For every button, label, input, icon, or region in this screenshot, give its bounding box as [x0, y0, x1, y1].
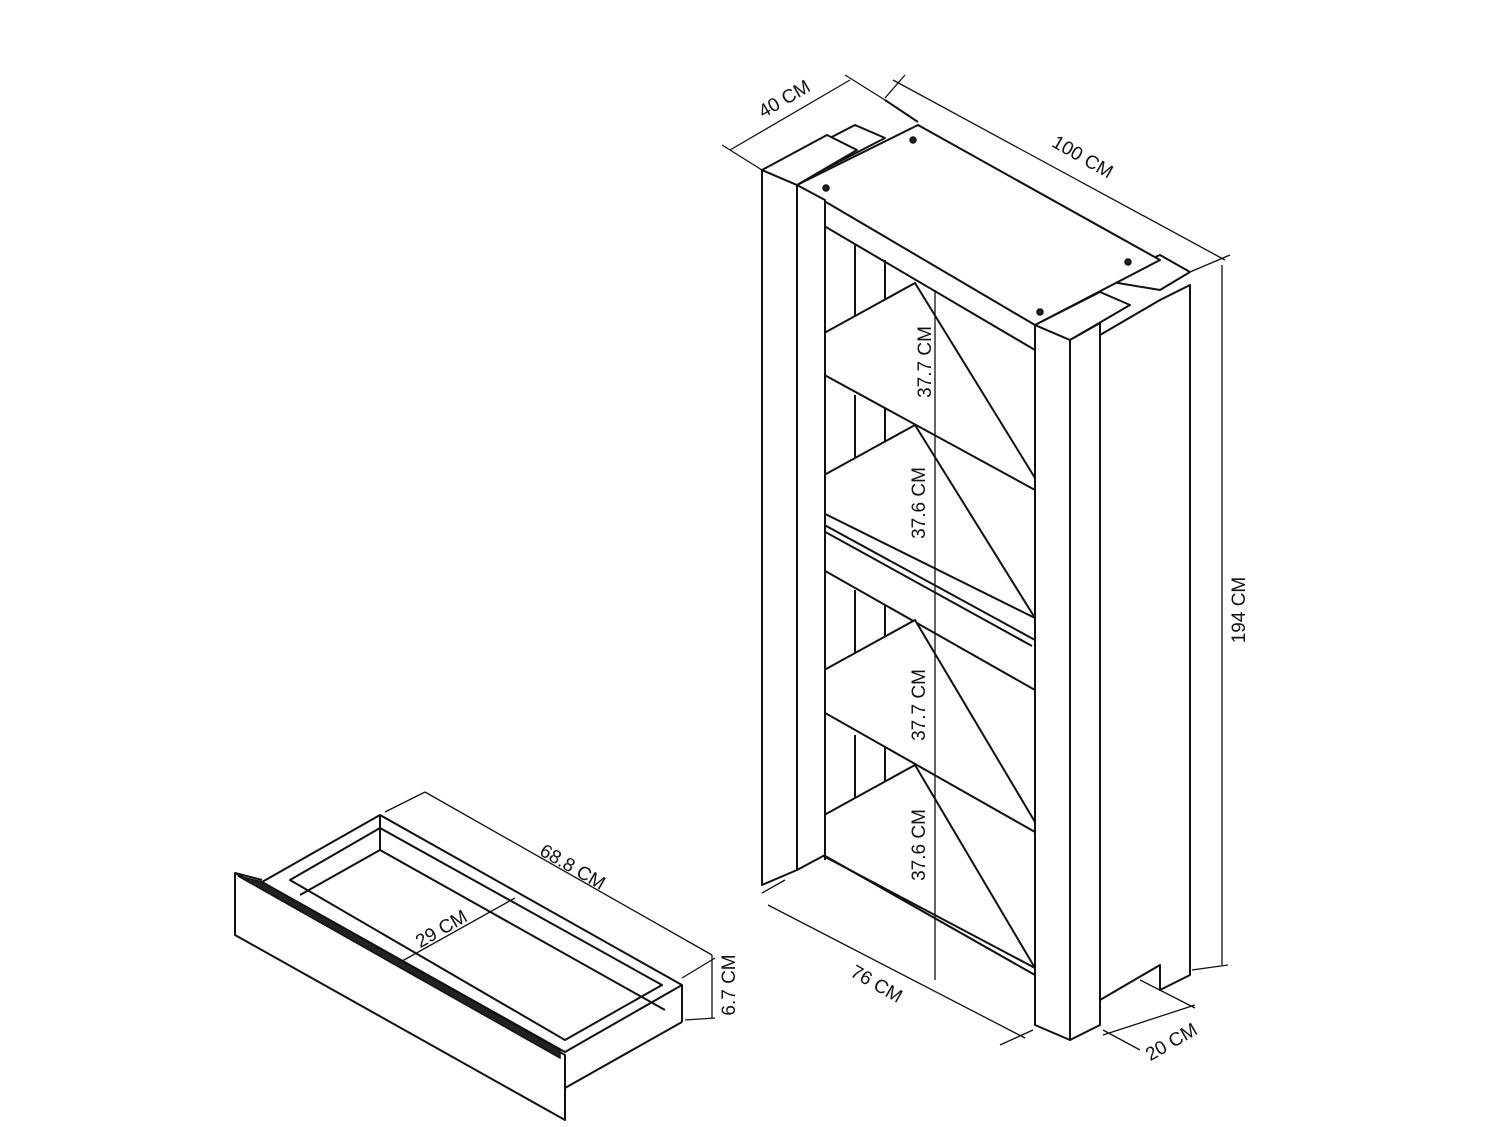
drawer-depth-line [394, 897, 516, 966]
front-left-post-top [761, 134, 858, 186]
inner-width-label: 76 CM [847, 961, 906, 1007]
drawer-length-label: 68.8 CM [536, 841, 609, 895]
bookcase-drawing [761, 99, 1191, 1041]
shelf-gap-label-2: 37.6 CM [909, 467, 930, 539]
dowel-hole [822, 184, 830, 192]
drawer-length-line [424, 791, 713, 956]
front-right-post-top [1034, 291, 1131, 341]
height-label: 194 CM [1229, 577, 1250, 644]
back-right-post [1099, 284, 1191, 1001]
shelf-gap-label-3: 37.7 CM [909, 669, 930, 741]
top-panel [796, 124, 1161, 326]
shelf-gap-label-1: 37.7 CM [915, 326, 936, 398]
shelf-gap-label-4: 37.6 CM [909, 809, 930, 881]
inner-width-dimension-line [767, 904, 1026, 1039]
post-depth-label: 20 CM [1142, 1019, 1201, 1065]
shelf-lines [796, 839, 1036, 976]
drawer-handle-recess [237, 875, 561, 1060]
dowel-hole [909, 136, 917, 144]
dowel-hole [1036, 308, 1044, 316]
width-dimension-line [892, 79, 1226, 261]
drawer-slot-edge [799, 517, 1033, 647]
front-right-post-side [1069, 322, 1101, 1041]
shelves [796, 282, 1036, 976]
top-panel-edge [796, 209, 1036, 351]
width-label: 100 CM [1048, 132, 1116, 183]
depth-dimension-line [729, 79, 851, 151]
dowel-hole [1124, 258, 1132, 266]
front-left-post [761, 169, 798, 886]
front-right-post [1034, 324, 1071, 1041]
depth-label: 40 CM [755, 76, 814, 122]
back-left-post-edge [884, 99, 919, 123]
drawer-drawing [234, 814, 683, 1121]
post-depth-dimension-line [1102, 1004, 1196, 1036]
front-left-post-side [796, 184, 826, 871]
drawer-height-label: 6.7 CM [719, 954, 740, 1015]
drawer-base [289, 827, 663, 1041]
